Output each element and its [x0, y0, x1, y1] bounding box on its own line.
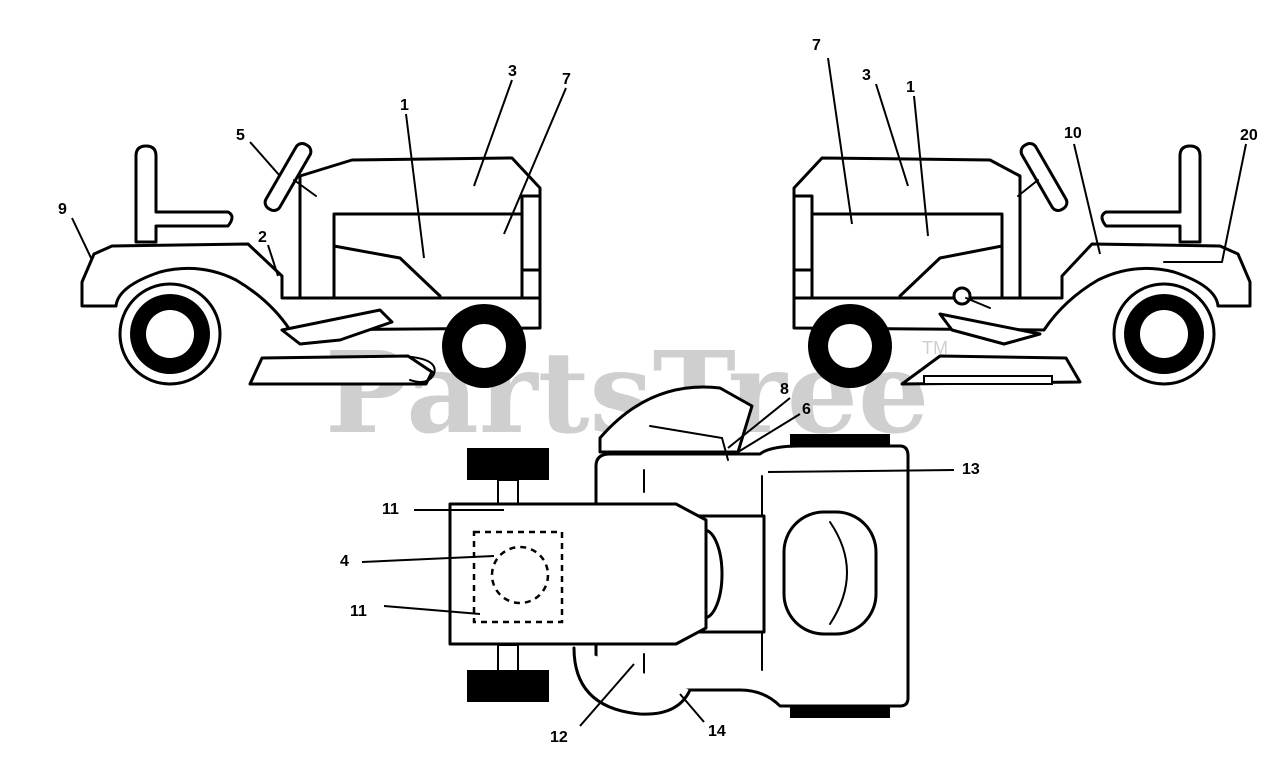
leader-right-3 — [875, 83, 909, 187]
leader-top-8 — [727, 397, 791, 449]
top-hood-oval — [782, 510, 878, 636]
callout-top-14: 14 — [708, 723, 726, 740]
leader-right-7 — [827, 57, 853, 225]
leader-right-1 — [913, 95, 929, 237]
left-grille — [520, 194, 542, 272]
leader-top-6 — [737, 413, 801, 453]
right-fender — [792, 242, 1252, 332]
callout-top-6: 6 — [802, 401, 811, 418]
top-view: 8 6 13 11 4 11 12 14 — [340, 381, 980, 746]
callout-top-8: 8 — [780, 381, 789, 398]
left-front-rim — [462, 324, 506, 368]
right-seat — [1100, 144, 1202, 244]
top-rear-tire-left — [467, 448, 549, 480]
left-hood-line — [332, 244, 442, 298]
right-front-rim — [828, 324, 872, 368]
top-dash-line — [649, 425, 729, 461]
right-lever — [965, 297, 991, 309]
leader-top-11b — [383, 605, 481, 615]
leader-left-5 — [249, 141, 281, 177]
callout-top-13: 13 — [962, 461, 980, 478]
top-rear-axle-left — [497, 479, 519, 505]
top-decal-box — [472, 530, 564, 624]
callout-right-10: 10 — [1064, 125, 1082, 142]
left-seat — [134, 144, 234, 244]
leader-right-10 — [1073, 143, 1101, 255]
callout-top-11a: 11 — [382, 501, 399, 518]
leader-left-1 — [405, 113, 425, 259]
callout-top-11b: 11 — [350, 603, 367, 620]
top-side-lobe — [572, 646, 692, 716]
top-decal-circle — [490, 545, 550, 605]
callout-left-9: 9 — [58, 201, 67, 218]
right-side-view: 7 3 1 10 20 — [792, 37, 1258, 388]
left-side-view: 9 5 2 1 3 7 — [58, 63, 571, 388]
right-lever-knob — [952, 286, 972, 306]
leader-left-2 — [267, 244, 279, 277]
left-mower-deck — [248, 354, 434, 386]
leader-right-20 — [1221, 143, 1247, 263]
right-steering-column — [1017, 179, 1039, 197]
callout-left-5: 5 — [236, 127, 245, 144]
right-footrest — [938, 312, 1042, 346]
leader-top-14 — [679, 693, 705, 723]
callout-left-7: 7 — [562, 71, 571, 88]
leader-left-7 — [503, 87, 567, 235]
leader-top-13 — [767, 469, 955, 473]
leader-left-9 — [71, 217, 93, 261]
callout-right-1: 1 — [906, 79, 915, 96]
right-rear-rim — [1140, 310, 1188, 358]
left-deck-chute — [391, 355, 436, 383]
watermark-trademark: TM — [922, 338, 948, 358]
left-fender — [80, 242, 542, 332]
callout-left-3: 3 — [508, 63, 517, 80]
left-footrest — [280, 308, 394, 346]
right-hood-line — [898, 244, 1004, 298]
top-hood-oval-inner — [829, 521, 848, 625]
right-deck-skirt — [923, 375, 1053, 385]
left-steering-column — [293, 179, 317, 197]
callout-left-1: 1 — [400, 97, 409, 114]
callout-top-4: 4 — [340, 553, 349, 570]
callout-left-2: 2 — [258, 229, 267, 246]
left-rear-rim — [146, 310, 194, 358]
callout-top-12: 12 — [550, 729, 568, 746]
leader-top-4 — [361, 555, 495, 563]
top-seat-platform — [448, 502, 708, 646]
callout-right-20: 20 — [1240, 127, 1258, 144]
leader-top-12 — [579, 663, 635, 727]
top-rear-tire-right — [467, 670, 549, 702]
right-grille — [792, 194, 814, 272]
callout-right-7: 7 — [812, 37, 821, 54]
callout-right-3: 3 — [862, 67, 871, 84]
top-rear-axle-right — [497, 644, 519, 672]
leader-left-3 — [473, 79, 513, 187]
right-steering-wheel — [1019, 142, 1069, 212]
